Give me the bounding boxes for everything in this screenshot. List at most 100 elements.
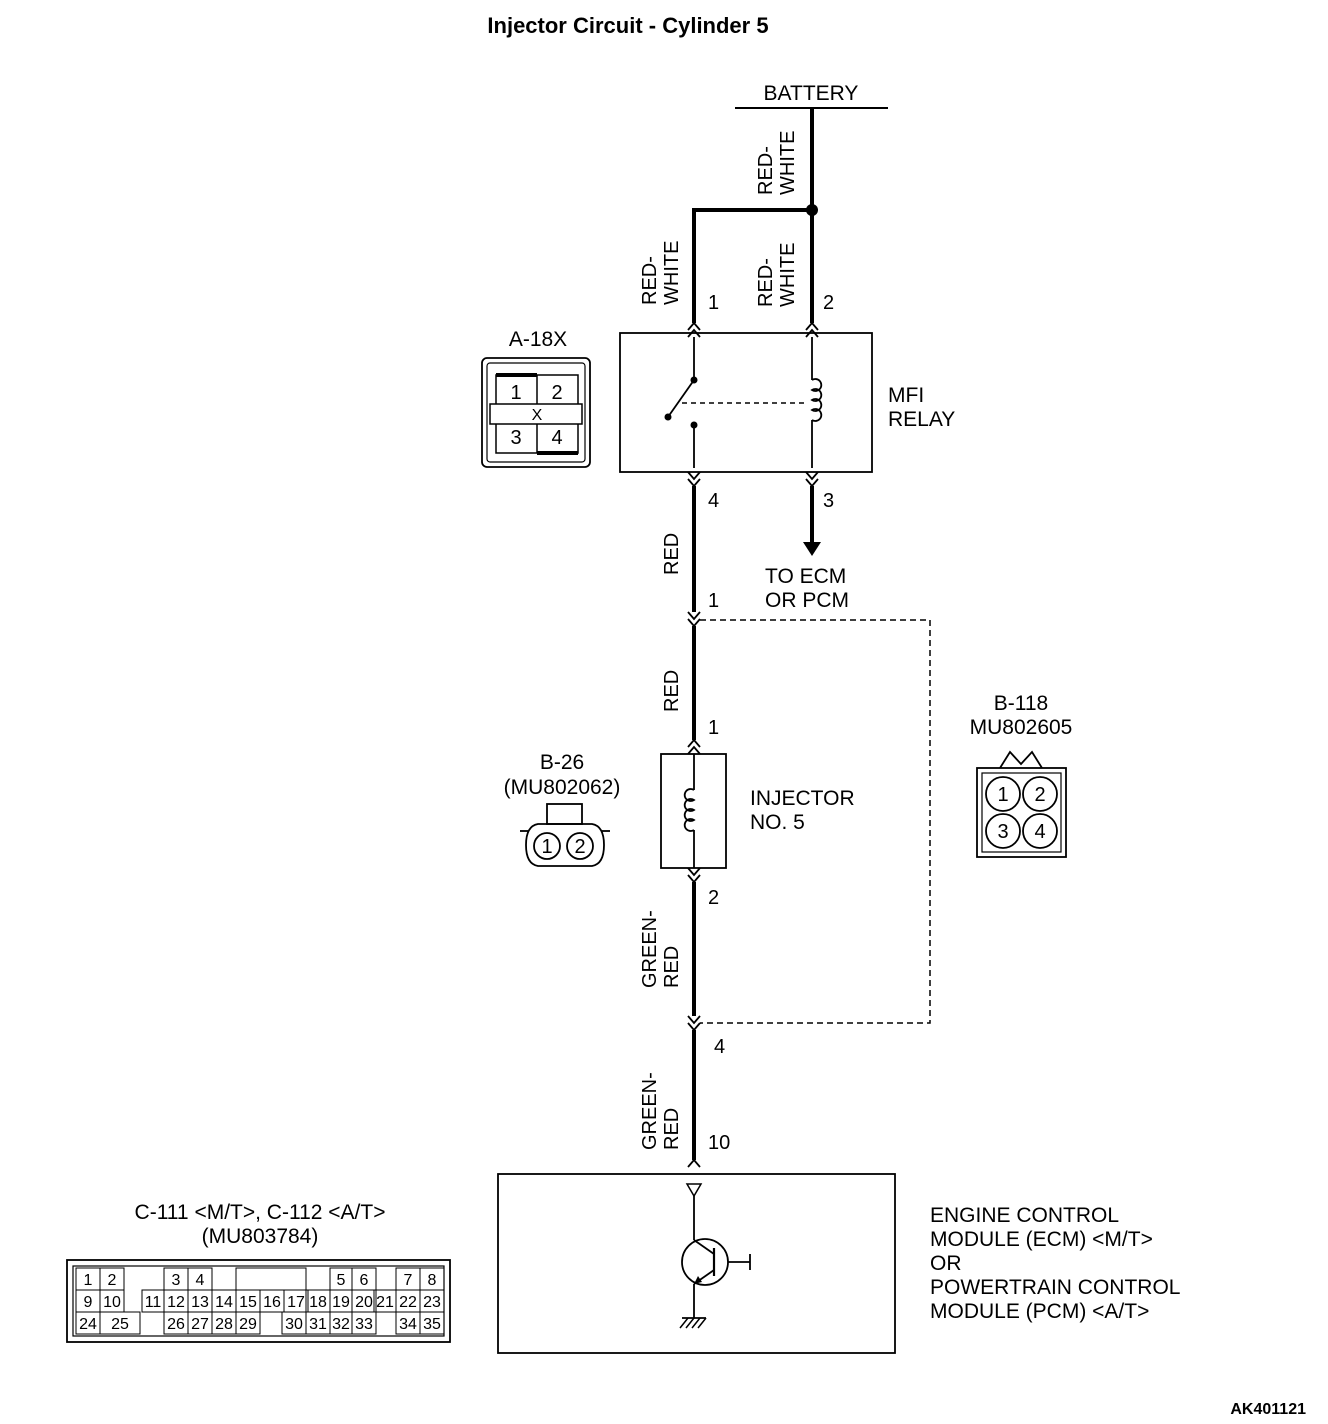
c111-pin-32: 32 xyxy=(332,1316,350,1333)
c111-pin-35: 35 xyxy=(423,1316,441,1333)
c111-pin-5: 5 xyxy=(337,1272,346,1289)
svg-text:RED: RED xyxy=(661,1108,683,1150)
c111-pin-15: 15 xyxy=(239,1294,257,1311)
c111-pin-20: 20 xyxy=(355,1294,373,1311)
b118-connector-name: B-118 xyxy=(994,692,1048,715)
injector-label-line2: NO. 5 xyxy=(750,811,805,834)
c111-cell xyxy=(419,1311,445,1335)
c111-pin-17: 17 xyxy=(287,1294,305,1311)
injector-coil xyxy=(683,788,696,832)
svg-text:RED: RED xyxy=(661,670,683,712)
c111-pin-4: 4 xyxy=(196,1272,205,1289)
c111-pin-31: 31 xyxy=(309,1316,327,1333)
c111-pin-3: 3 xyxy=(172,1272,181,1289)
svg-text:WHITE: WHITE xyxy=(661,241,683,305)
c111-pin-2: 2 xyxy=(108,1272,117,1289)
injector-pin-2: 2 xyxy=(708,887,719,909)
c111-pin-26: 26 xyxy=(167,1316,185,1333)
a18x-pin-3: 3 xyxy=(510,427,521,449)
relay-pin2-terminal xyxy=(805,321,819,338)
battery-label: BATTERY xyxy=(764,82,859,105)
ecm-label-line4: POWERTRAIN CONTROL xyxy=(930,1276,1180,1299)
c111-pin-24: 24 xyxy=(79,1316,97,1333)
a18x-pin-4: 4 xyxy=(551,427,562,449)
ecm-label-line2: MODULE (ECM) <M/T> xyxy=(930,1228,1153,1251)
b118-pin-1-cell: 1 xyxy=(997,784,1008,806)
transistor-emitter-arrow xyxy=(694,1276,702,1284)
c111-pin-10: 10 xyxy=(103,1294,121,1311)
relay-switch-arm xyxy=(667,379,695,418)
c111-pin-11: 11 xyxy=(145,1294,162,1311)
c111-pin-14: 14 xyxy=(215,1294,233,1311)
b26-connector-part: (MU802062) xyxy=(504,776,621,799)
b118-pin-2-cell: 2 xyxy=(1034,784,1045,806)
svg-text:RED: RED xyxy=(661,533,683,575)
b26-pin-1: 1 xyxy=(541,836,552,858)
c111-pin-34: 34 xyxy=(399,1316,417,1333)
c111-cell xyxy=(351,1311,377,1335)
c111-pin-6: 6 xyxy=(360,1272,369,1289)
ecm-label-line3: OR xyxy=(930,1252,962,1275)
to-ecm-line2: OR PCM xyxy=(765,589,849,612)
relay-pin-3: 3 xyxy=(823,490,834,512)
ecm-pin10-terminal xyxy=(687,1158,701,1168)
c111-pin-28: 28 xyxy=(215,1316,233,1333)
ecm-label-line1: ENGINE CONTROL xyxy=(930,1204,1119,1227)
c111-pin-9: 9 xyxy=(84,1294,93,1311)
b118-pin-4-cell: 4 xyxy=(1034,821,1045,843)
c111-pin-22: 22 xyxy=(399,1294,417,1311)
svg-text:RED-: RED- xyxy=(755,146,777,195)
relay-pin-4: 4 xyxy=(708,490,719,512)
relay-pin2-color-label: RED- WHITE xyxy=(755,243,799,307)
ecm-box xyxy=(497,1173,896,1354)
b26-connector: 1 2 xyxy=(520,803,610,867)
svg-text:GREEN-: GREEN- xyxy=(639,1072,661,1150)
b118-pin-3-cell: 3 xyxy=(997,821,1008,843)
c111-pin-25: 25 xyxy=(111,1316,129,1333)
c111-pin-13: 13 xyxy=(191,1294,209,1311)
battery-feed-color-label: RED- WHITE xyxy=(755,131,799,195)
relay-coil xyxy=(810,378,823,422)
injector-pin-1: 1 xyxy=(708,717,719,739)
c111-pin-27: 27 xyxy=(191,1316,209,1333)
relay-label-line1: MFI xyxy=(888,384,924,407)
injector-pin2-terminal xyxy=(687,867,701,884)
injector-label-line1: INJECTOR xyxy=(750,787,855,810)
connector-to-injector-color-label: RED xyxy=(661,670,683,712)
svg-text:GREEN-: GREEN- xyxy=(639,910,661,988)
relay-pin-2: 2 xyxy=(823,292,834,314)
c111-pin-8: 8 xyxy=(428,1272,437,1289)
b118-connector: 1 2 3 4 xyxy=(976,750,1067,858)
b118-connector-outline xyxy=(700,619,931,1024)
c111-connector-name: C-111 <M/T>, C-112 <A/T> xyxy=(135,1201,386,1224)
b118-connector-part: MU802605 xyxy=(970,716,1073,739)
a18x-connector-name: A-18X xyxy=(509,328,567,351)
b118-pin-4: 4 xyxy=(714,1036,725,1058)
a18x-center-mark: X xyxy=(532,407,543,424)
connector-to-ecm-color-label: GREEN- RED xyxy=(639,1072,683,1150)
svg-text:RED-: RED- xyxy=(755,258,777,307)
reference-code: AK401121 xyxy=(1230,1401,1306,1418)
diagram-title: Injector Circuit - Cylinder 5 xyxy=(487,13,768,38)
b118-pin1-terminal-in xyxy=(687,611,701,628)
ecm-label-line5: MODULE (PCM) <A/T> xyxy=(930,1300,1149,1323)
injector-to-connector-color-label: GREEN- RED xyxy=(639,910,683,988)
relay-pin1-wire xyxy=(692,208,812,323)
ecm-input-terminal xyxy=(685,1183,703,1198)
b26-pin-2: 2 xyxy=(574,836,585,858)
injector-pin1-terminal xyxy=(687,738,701,755)
svg-text:RED: RED xyxy=(661,946,683,988)
svg-text:RED-: RED- xyxy=(639,256,661,305)
svg-text:WHITE: WHITE xyxy=(777,243,799,307)
c111-pin-12: 12 xyxy=(167,1294,185,1311)
relay-pin-1: 1 xyxy=(708,292,719,314)
c111-pin-29: 29 xyxy=(239,1316,257,1333)
c111-pin-18: 18 xyxy=(309,1294,327,1311)
a18x-connector: 1 2 3 4 X xyxy=(481,357,591,468)
to-ecm-arrow xyxy=(803,542,821,556)
relay-to-connector-color-label: RED xyxy=(661,533,683,575)
b118-pin4-terminal xyxy=(687,1015,701,1032)
